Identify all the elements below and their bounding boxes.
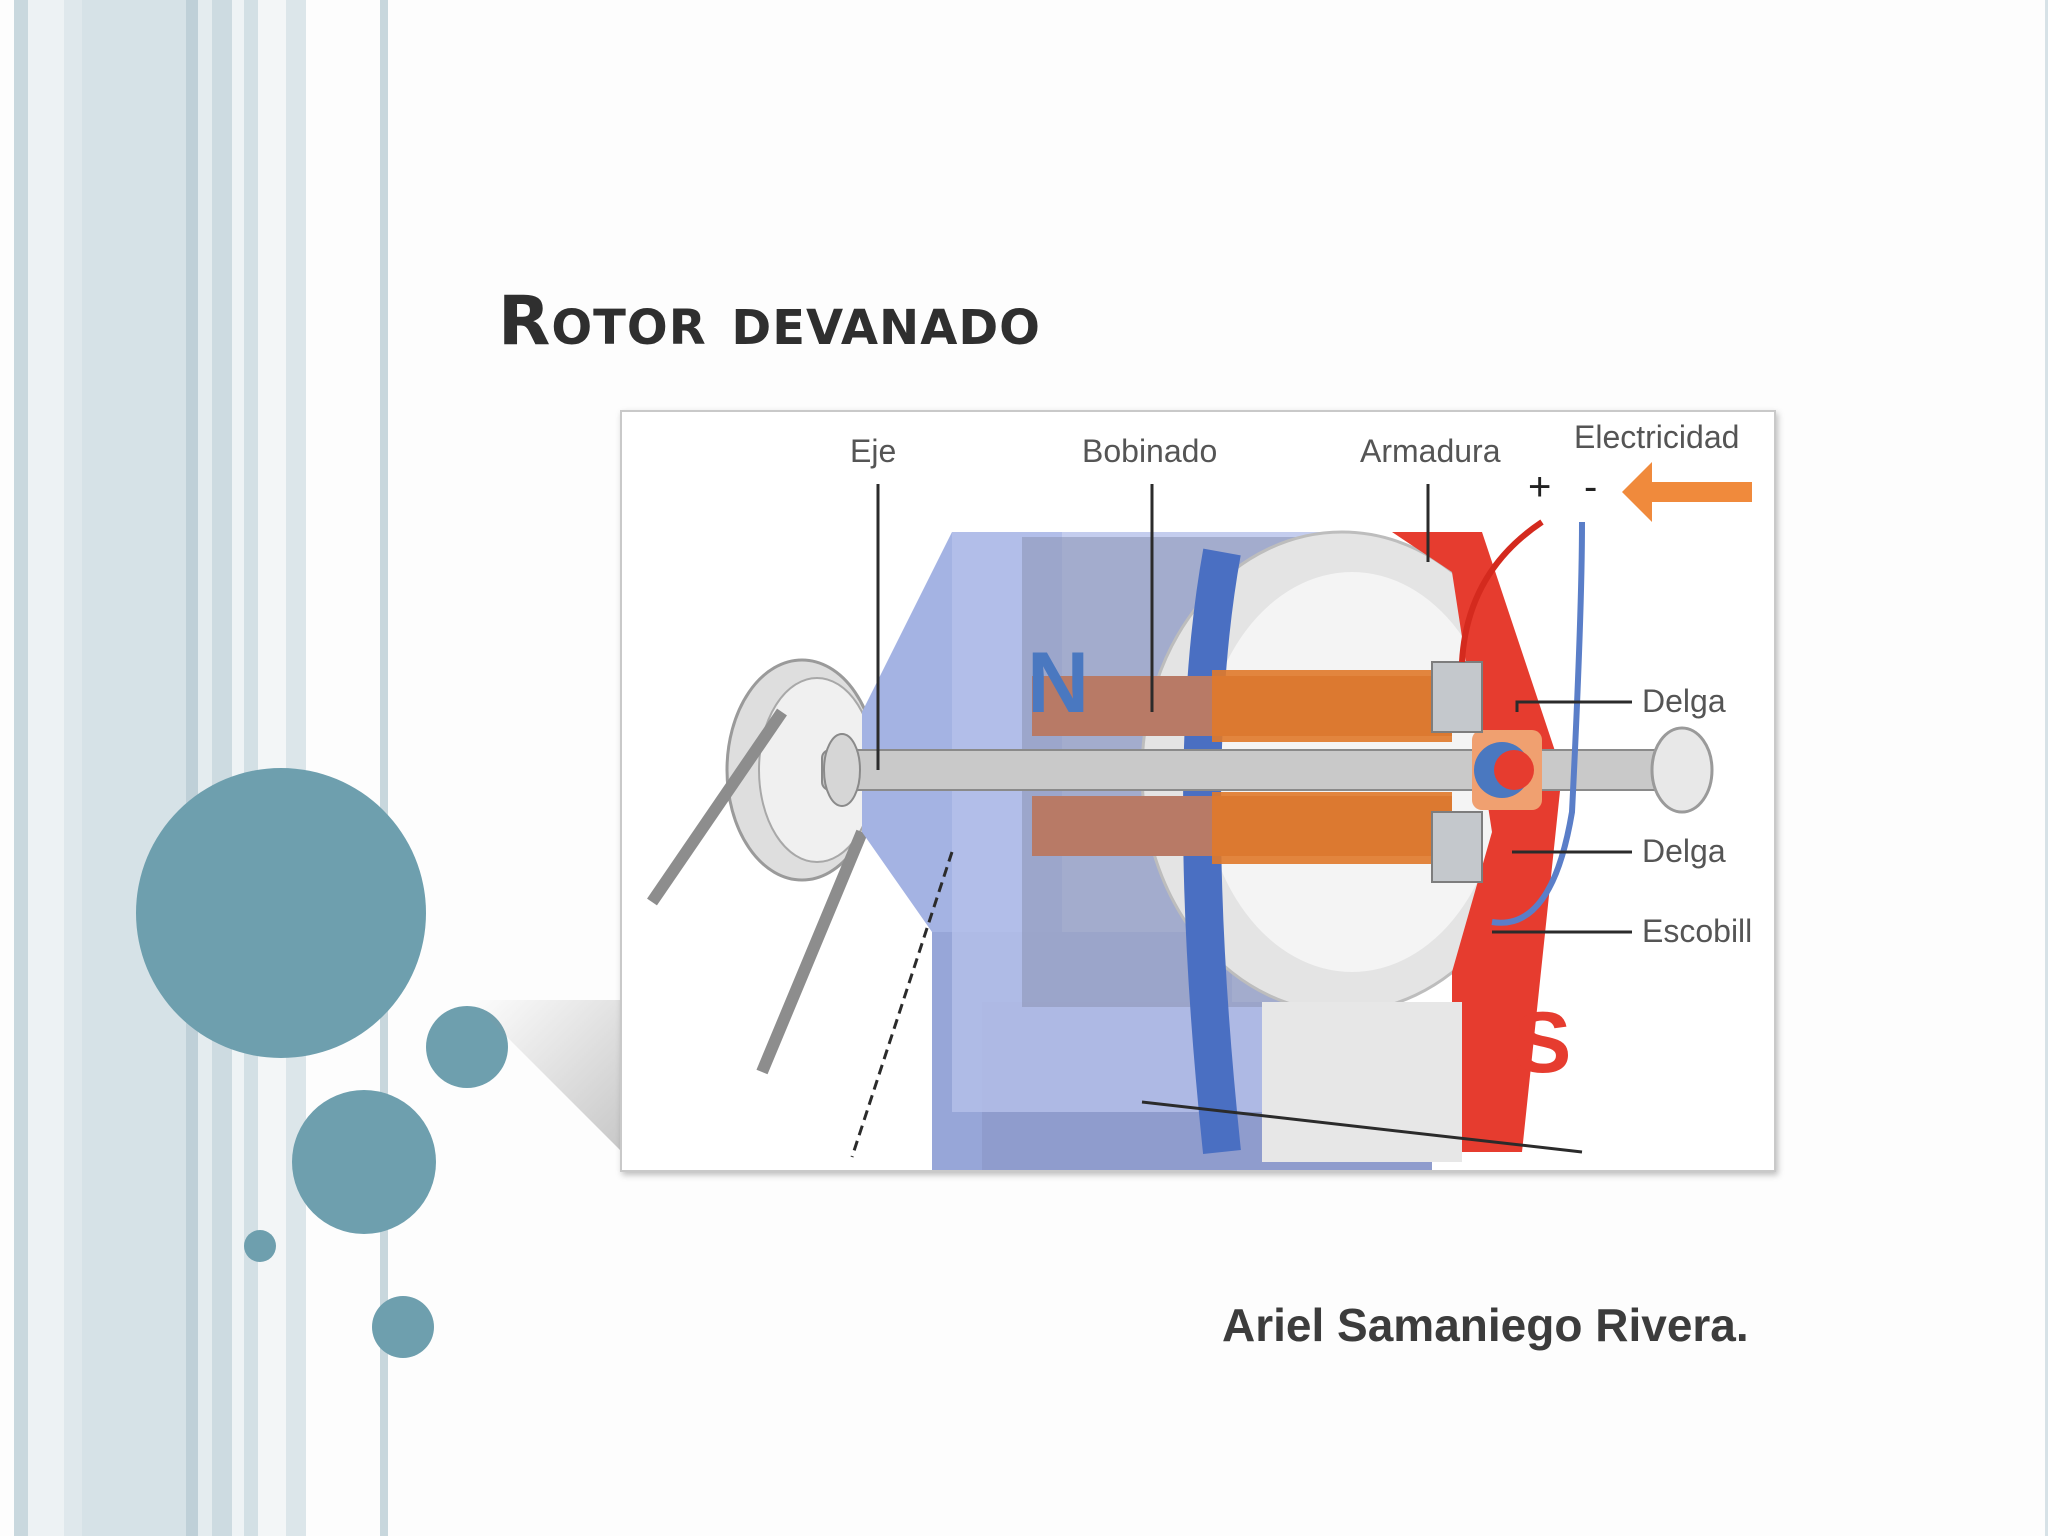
north-pole-label: N [1027,635,1089,731]
current-arrow-icon [1622,462,1752,522]
medium-circle-decoration [292,1090,436,1234]
label-plus: + [1528,465,1551,509]
rotor-diagram: N S Eje Bobinado Armadura Electricidad +… [622,412,1774,1170]
slide-title: Rotor devanado [498,282,1041,361]
label-delga-upper: Delga [1642,683,1726,719]
pulley [652,660,877,1072]
label-eje: Eje [850,433,896,469]
label-escobilla: Escobill [1642,913,1752,949]
label-electricidad: Electricidad [1574,419,1739,455]
decorative-stripes [0,0,400,1536]
image-shadow [470,1000,630,1160]
author-name: Ariel Samaniego Rivera. [1222,1298,1749,1352]
rotor-diagram-image: N S Eje Bobinado Armadura Electricidad +… [620,410,1776,1172]
label-armadura: Armadura [1360,433,1501,469]
label-bobinado: Bobinado [1082,433,1217,469]
small-circle-decoration [372,1296,434,1358]
south-pole-label: S [1514,995,1571,1091]
label-minus: - [1584,465,1597,509]
tiny-circle-decoration [244,1230,276,1262]
large-circle-decoration [136,768,426,1058]
label-delga-lower: Delga [1642,833,1726,869]
